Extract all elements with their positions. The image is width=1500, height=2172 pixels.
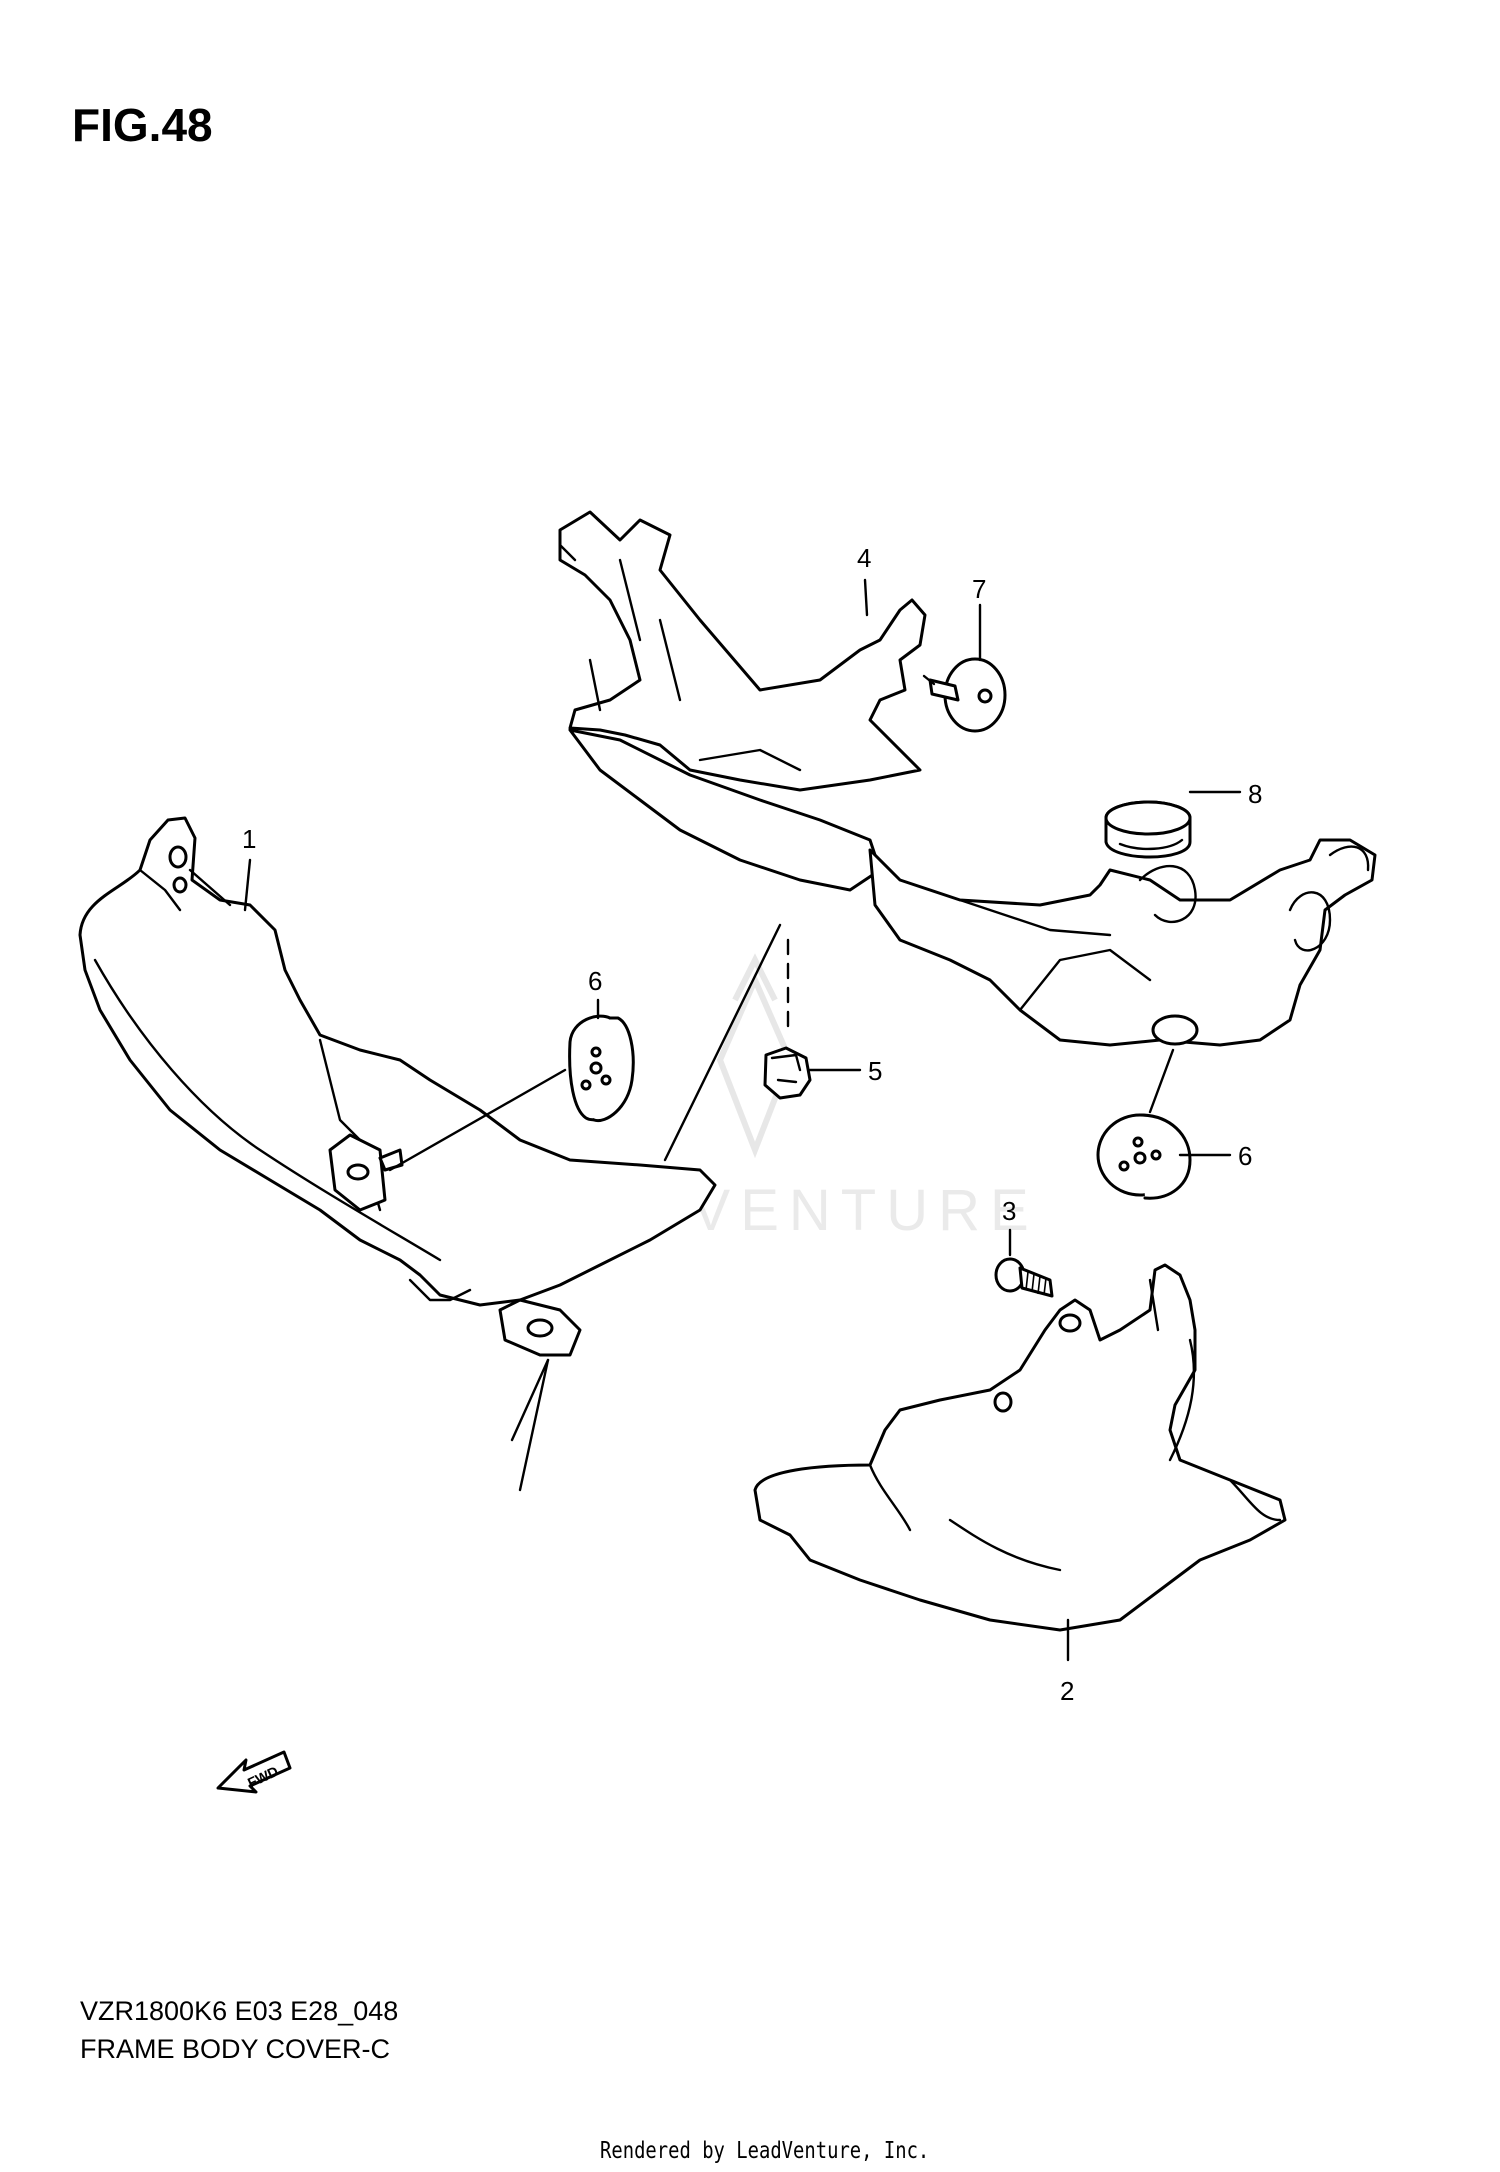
callout-5: 5 <box>868 1056 882 1086</box>
part-6-grommet-left <box>568 1014 635 1123</box>
callout-8: 8 <box>1248 779 1262 809</box>
part-3-screw <box>994 1257 1054 1298</box>
callout-1: 1 <box>242 824 256 854</box>
part-6-grommet-right <box>1096 1113 1192 1200</box>
part-4-upper-cover <box>558 510 1377 1047</box>
callout-6-right: 6 <box>1238 1141 1252 1171</box>
part-8-grommet <box>1104 800 1192 859</box>
part-1-left-cover <box>78 816 717 1357</box>
part-2-lower-cover <box>753 1263 1287 1632</box>
rendered-by-credit: Rendered by LeadVenture, Inc. <box>600 2138 930 2164</box>
leader-lines <box>388 923 1175 1492</box>
callout-6-left: 6 <box>588 966 602 996</box>
callout-3: 3 <box>1002 1196 1016 1226</box>
callout-4: 4 <box>857 543 871 573</box>
figure-title: FIG.48 <box>72 99 213 151</box>
part-7-rivet <box>922 657 1007 733</box>
part-5-clip <box>763 1046 812 1100</box>
callout-numbers: 1 2 3 4 5 6 6 7 8 <box>242 543 1262 1706</box>
callout-2: 2 <box>1060 1676 1074 1706</box>
model-code: VZR1800K6 E03 E28_048 <box>80 1996 399 2026</box>
callout-7: 7 <box>972 574 986 604</box>
fwd-arrow-icon: FWD <box>216 1750 292 1794</box>
figure-name: FRAME BODY COVER-C <box>80 2034 391 2064</box>
callout-pointers <box>243 578 1242 1662</box>
